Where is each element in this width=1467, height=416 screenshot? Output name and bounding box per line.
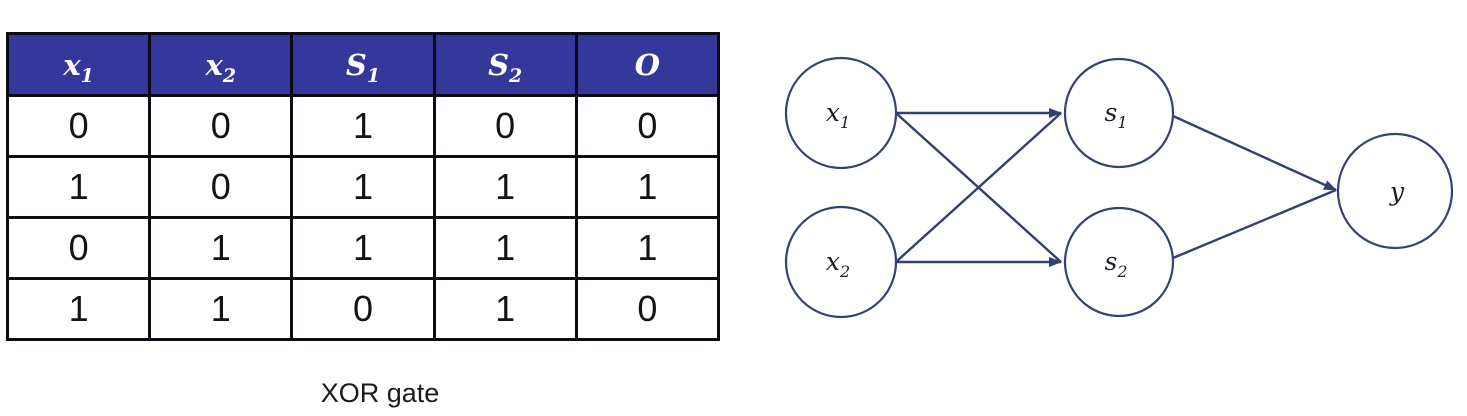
header-cell-o: O: [574, 32, 721, 97]
table-cell: 1: [5, 155, 152, 219]
table-cell: 1: [148, 277, 294, 341]
edge-s1-y: [1172, 114, 1337, 192]
table-cell: 1: [290, 216, 436, 280]
table-cell: 1: [290, 155, 436, 219]
truth-table-header: x1 x2 S1 S2 O: [5, 32, 721, 97]
edge-x2-s1: [896, 112, 1062, 262]
node-s1: [1063, 57, 1175, 169]
node-x2-label: x2: [826, 247, 850, 281]
table-cell: 1: [290, 94, 436, 158]
table-cell: 1: [432, 277, 578, 341]
table-cell: 0: [148, 155, 294, 219]
table-cell: 0: [5, 216, 152, 280]
header-cell-x2: x2: [148, 32, 294, 97]
table-cell: 1: [148, 216, 294, 280]
truth-table: x1 x2 S1 S2 O 0 0 1 0 0 1 0 1 1 1 0 1 1 …: [5, 32, 721, 341]
table-row: 1 1 0 1 0: [5, 277, 721, 341]
table-cell: 0: [574, 277, 721, 341]
table-cell: 1: [574, 216, 721, 280]
table-row: 0 0 1 0 0: [5, 94, 721, 158]
edge-s2-y: [1172, 188, 1337, 260]
table-cell: 0: [574, 94, 721, 158]
node-x1-label: x1: [826, 98, 850, 132]
table-cell: 0: [432, 94, 578, 158]
table-cell: 0: [290, 277, 436, 341]
table-cell: 1: [5, 277, 152, 341]
truth-table-body: 0 0 1 0 0 1 0 1 1 1 0 1 1 1 1 1 1 0 1 0: [5, 94, 721, 341]
node-s2: [1063, 206, 1175, 318]
table-caption: XOR gate: [320, 378, 440, 408]
truth-table-header-row: x1 x2 S1 S2 O: [5, 32, 721, 97]
table-cell: 0: [5, 94, 152, 158]
table-cell: 1: [432, 216, 578, 280]
node-x2: [784, 205, 898, 319]
node-y-label: y: [1389, 177, 1405, 206]
node-x1: [784, 56, 898, 170]
table-cell: 1: [574, 155, 721, 219]
network-diagram: x1 x2 s1 s2 y: [784, 56, 1454, 319]
table-cell: 1: [432, 155, 578, 219]
table-row: 1 0 1 1 1: [5, 155, 721, 219]
header-cell-x1: x1: [5, 32, 152, 97]
table-cell: 0: [148, 94, 294, 158]
header-cell-s1: S1: [290, 32, 436, 97]
node-s1-label: s1: [1104, 98, 1127, 132]
node-s2-label: s2: [1104, 247, 1127, 281]
node-y: [1336, 132, 1454, 250]
header-cell-s2: S2: [432, 32, 578, 97]
table-row: 0 1 1 1 1: [5, 216, 721, 280]
